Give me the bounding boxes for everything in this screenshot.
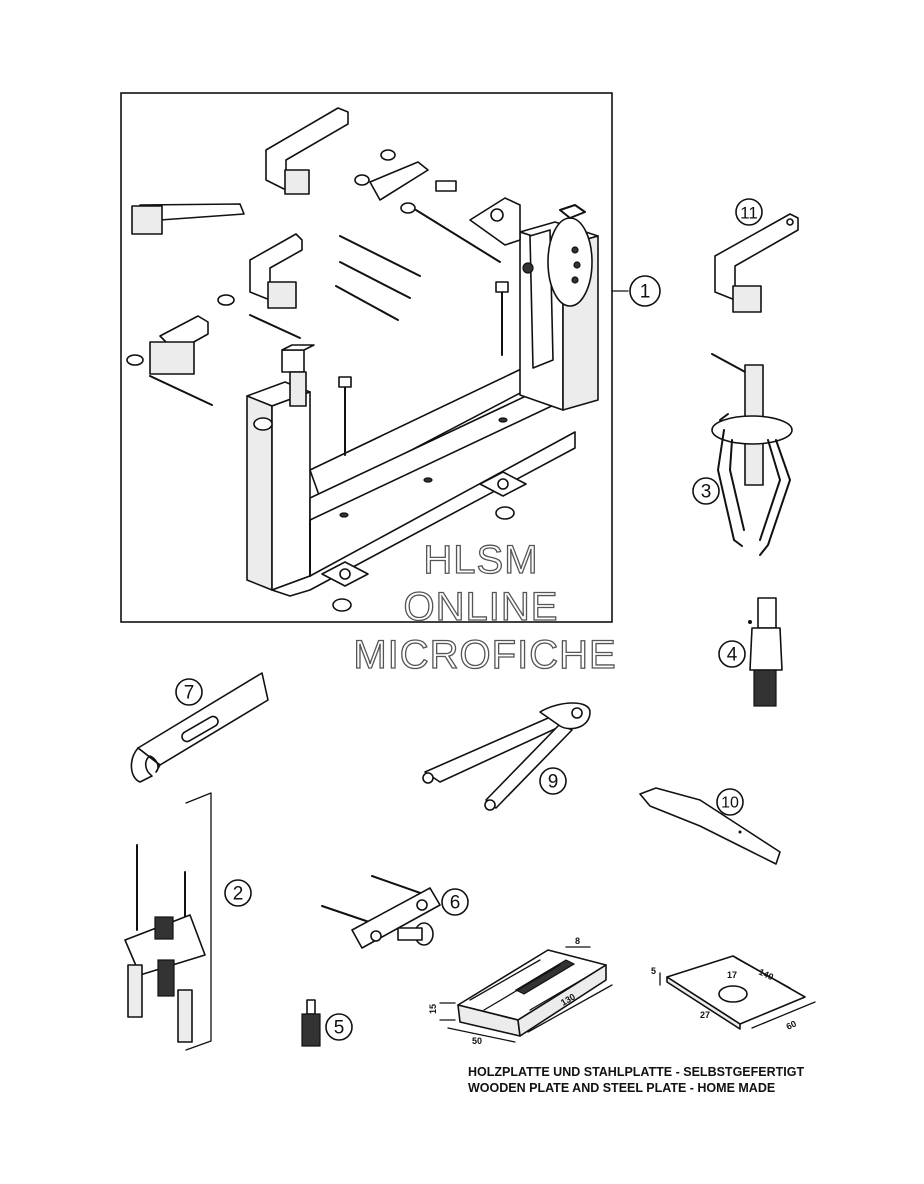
press-tool-2 [124, 792, 212, 1051]
dim-steel-width: 60 [785, 1019, 798, 1032]
callout-3: 3 [701, 482, 712, 503]
callout-9: 9 [548, 772, 559, 793]
watermark-line-3: MICROFICHE [353, 633, 616, 677]
caption-english: WOODEN PLATE AND STEEL PLATE - HOME MADE [468, 1081, 775, 1095]
flat-tool-10 [639, 787, 781, 865]
callout-1: 1 [640, 282, 651, 303]
bearing-puller-6 [321, 875, 441, 949]
steel-plate [659, 955, 816, 1030]
callout-6: 6 [450, 893, 461, 914]
watermark-line-2: ONLINE [404, 585, 559, 629]
wooden-plate [439, 946, 613, 1043]
callout-11: 11 [740, 204, 758, 223]
callout-10: 10 [721, 795, 739, 812]
puller-3 [711, 353, 793, 556]
engine-stand-frame [246, 197, 599, 597]
dim-steel-edge: 5 [651, 966, 656, 976]
tool-4 [748, 597, 783, 707]
frame-hardware [126, 149, 527, 612]
small-tool-5 [301, 999, 321, 1047]
callout-5: 5 [334, 1018, 345, 1039]
pin-wrench-9 [422, 702, 591, 811]
caption-german: HOLZPLATTE UND STAHLPLATTE - SELBSTGEFER… [468, 1065, 804, 1079]
dim-wood-thickness: 15 [428, 1004, 438, 1014]
dim-wood-slot: 8 [575, 936, 580, 946]
watermark-line-1: HLSM [423, 538, 538, 582]
angle-brackets [131, 107, 349, 375]
dim-steel-offset: 27 [700, 1010, 710, 1020]
dim-steel-hole: 17 [727, 970, 737, 980]
dim-wood-width: 50 [472, 1036, 482, 1046]
kit-frame-box [120, 92, 613, 623]
bracket-11 [714, 213, 799, 313]
callout-7: 7 [184, 683, 195, 704]
hook-wrench-7 [130, 672, 269, 783]
callout-4: 4 [727, 645, 738, 666]
callout-2: 2 [233, 884, 244, 905]
